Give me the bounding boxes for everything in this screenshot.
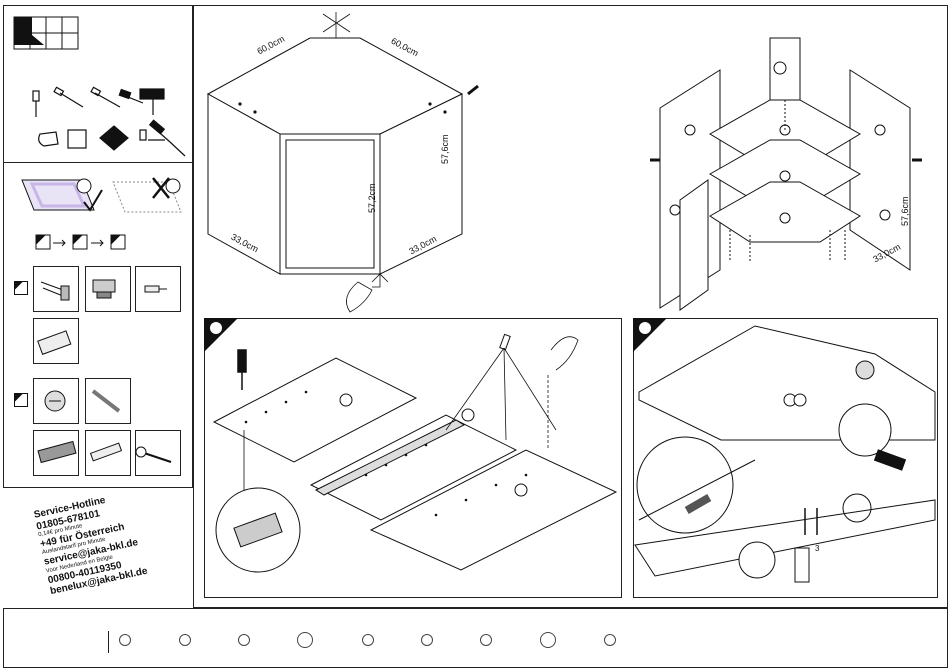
- footer-dot-1: [119, 634, 131, 646]
- footer-dot-4: [297, 632, 313, 648]
- footer-tick: [108, 631, 109, 653]
- service-hotline-block: Service-Hotline 01805-678101 0,14€ pro M…: [33, 489, 149, 597]
- footer-dot-2: [179, 634, 191, 646]
- not-ok-surface-icon: [105, 172, 190, 220]
- sidebar-divider: [3, 162, 193, 163]
- ok-surface-icon: [12, 172, 102, 220]
- dim-right-height: 57,6cm: [440, 134, 450, 164]
- step2-angle-label: 3: [815, 544, 819, 553]
- page-grid-icon: [12, 15, 82, 51]
- step-sequence-icon: [35, 233, 135, 253]
- step1-drawing: [206, 330, 620, 595]
- footer-dot-9: [604, 634, 616, 646]
- footer-dot-3: [238, 634, 250, 646]
- footer-dot-6: [421, 634, 433, 646]
- tools-icon-row1: [25, 85, 175, 125]
- footer-dot-5: [362, 634, 374, 646]
- tools-icon-row2: [30, 122, 190, 162]
- footer-dot-7: [480, 634, 492, 646]
- step2-drawing: [635, 320, 935, 596]
- dim-door-height: 57,2cm: [367, 183, 377, 213]
- hardware-glyphs: [33, 266, 183, 476]
- step-marker-b: [14, 393, 28, 407]
- assembled-cabinet-drawing: [200, 12, 490, 322]
- footer-dot-8: [540, 632, 556, 648]
- step-marker-a: [14, 281, 28, 295]
- footer-frame: [3, 608, 948, 668]
- exploded-cabinet-drawing: [640, 30, 930, 320]
- dim-exploded-height: 57,6cm: [900, 196, 910, 226]
